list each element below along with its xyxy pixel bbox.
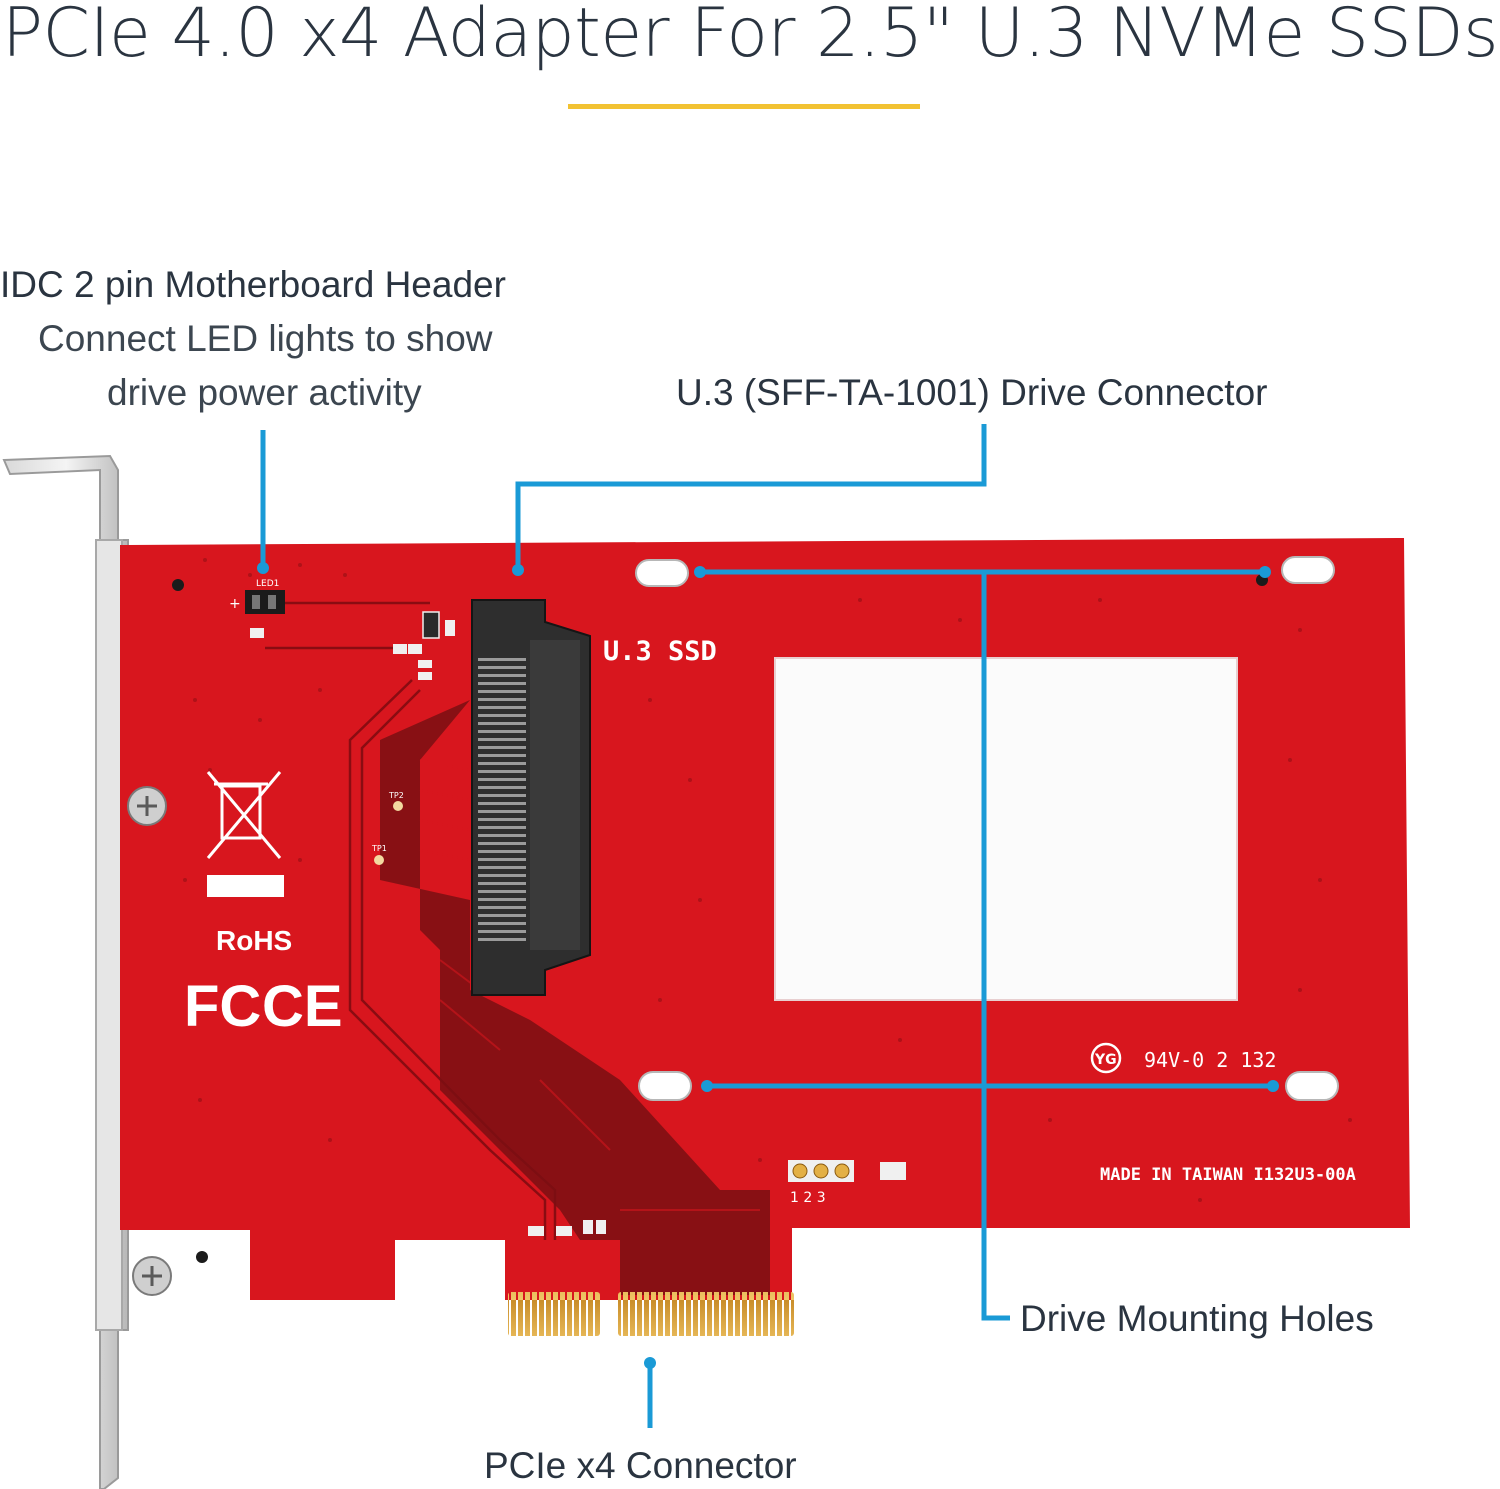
- idc-header-desc-line2: drive power activity: [107, 372, 422, 413]
- smd-components: [250, 611, 906, 1236]
- mounting-hole-top-right: [1281, 556, 1335, 584]
- weee-bar: [207, 875, 284, 897]
- idc-header-title: IDC 2 pin Motherboard Header: [0, 264, 506, 305]
- u3-drive-connector: [471, 599, 591, 996]
- tp2-label: TP2: [388, 791, 404, 800]
- idc-header-desc-line1: Connect LED lights to show: [38, 318, 493, 359]
- title-underline: [568, 104, 920, 109]
- callout-lines: [260, 424, 1273, 1428]
- led1-ref: LED1: [256, 579, 279, 589]
- pcie-connector-title: PCIe x4 Connector: [484, 1445, 797, 1486]
- led-plus: +: [229, 596, 241, 612]
- ul-mark: YG: [1094, 1052, 1117, 1068]
- test-point: [374, 855, 384, 865]
- mounting-hole-top-left: [635, 559, 689, 587]
- gold-fingers-short: [508, 1292, 600, 1336]
- idc-2pin-header: [245, 590, 285, 614]
- page-title: PCIe 4.0 x4 Adapter For 2.5" U.3 NVMe SS…: [1, 0, 1499, 73]
- ul-code: 94V-0 2 132: [1144, 1048, 1276, 1072]
- ce-mark: CE: [262, 974, 343, 1039]
- drive-connector-title: U.3 (SFF-TA-1001) Drive Connector: [676, 372, 1268, 413]
- blank-label-area: [774, 657, 1238, 1001]
- jumper-numbers: 1 2 3: [790, 1190, 826, 1206]
- fcc-mark: FC: [184, 974, 261, 1039]
- mounting-holes-title: Drive Mounting Holes: [1020, 1298, 1374, 1339]
- bracket-screw-bottom: [132, 1256, 172, 1296]
- rohs-mark: RoHS: [216, 925, 292, 956]
- ul-circle: [1090, 1042, 1122, 1074]
- made-in-marking: MADE IN TAIWAN I132U3-00A: [1100, 1165, 1356, 1185]
- lane-stripes: [419, 759, 760, 1211]
- via-marker: [196, 1251, 208, 1263]
- pcb-vias: [183, 558, 1352, 1202]
- mounting-hole-bottom-right: [1285, 1071, 1339, 1101]
- bracket-screw-top: [127, 786, 167, 826]
- drive-connector-callout-line: [515, 424, 987, 570]
- mounting-hole-bottom-left: [638, 1071, 692, 1101]
- via-marker: [172, 579, 184, 591]
- weee-bin-icon: [206, 771, 282, 859]
- callout-dots: [257, 562, 1279, 1369]
- ssd-silkscreen-label: U.3 SSD: [603, 636, 717, 667]
- mounting-holes: [635, 556, 1339, 1101]
- tp1-label: TP1: [371, 844, 387, 853]
- mounting-vertical-line: [981, 572, 1010, 1321]
- metal-bracket: [2, 454, 129, 1489]
- gold-fingers-long: [618, 1292, 794, 1336]
- pcie-lane-routing: [380, 700, 770, 1295]
- test-point: [393, 801, 403, 811]
- jumper-3pin: [788, 1160, 854, 1182]
